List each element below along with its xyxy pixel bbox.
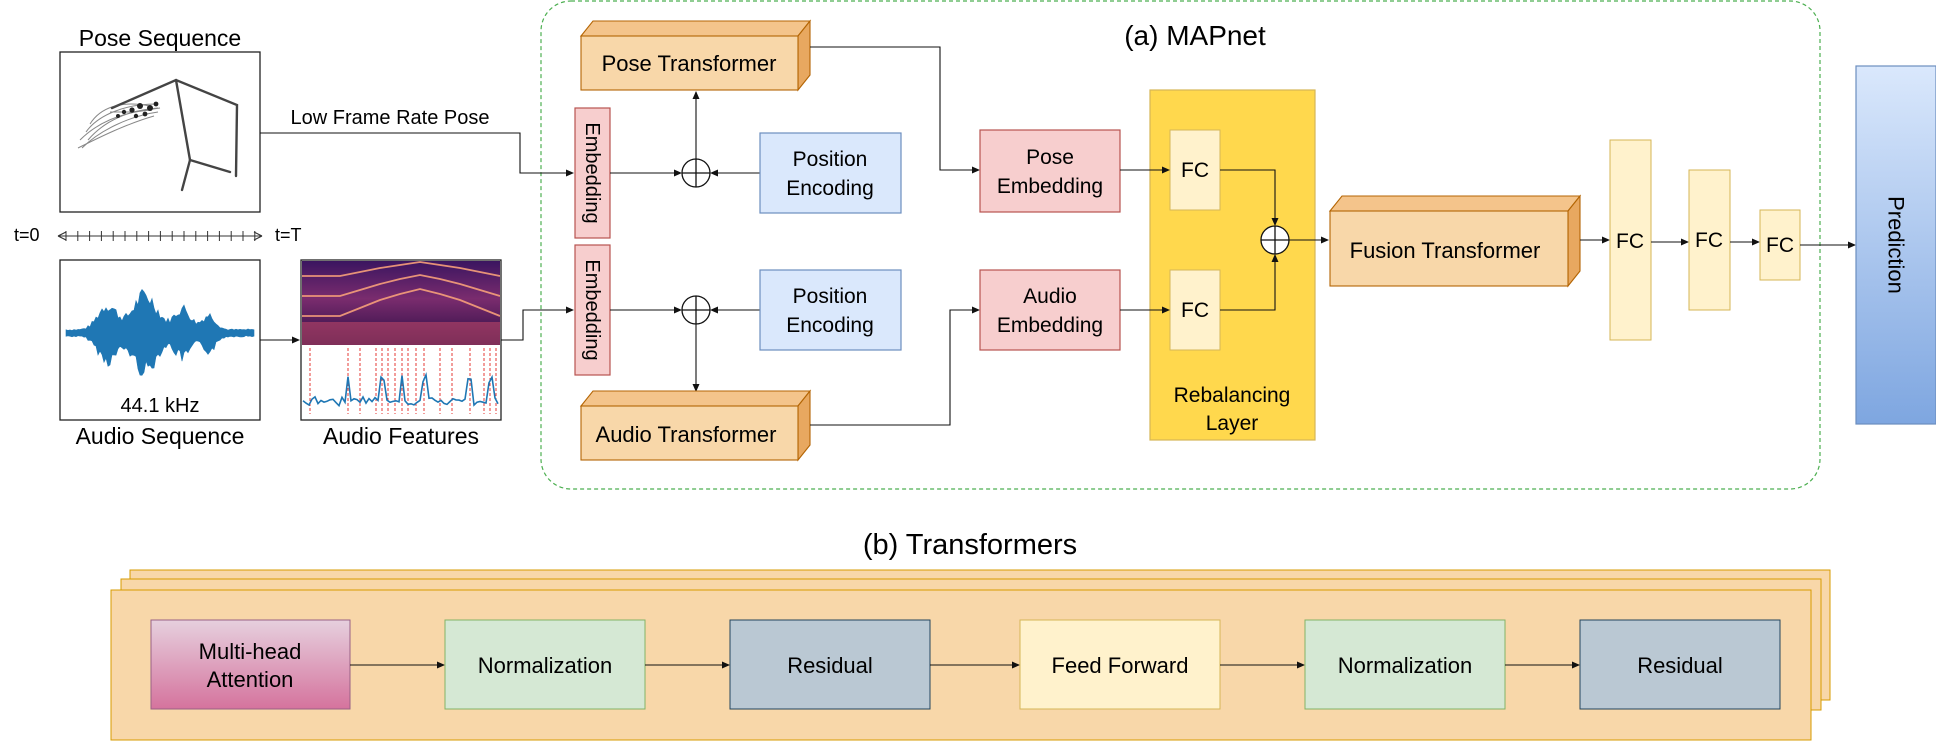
features-to-embedding-arrow — [501, 306, 574, 341]
audio-transformer-to-audio-embedding-arrow — [810, 306, 980, 426]
prediction-box — [1855, 65, 1936, 425]
pose-position-encoding — [759, 132, 902, 214]
pose-fc-label: FC — [1181, 159, 1209, 182]
audio-embedding-box — [979, 269, 1121, 351]
head-fc1-box — [1609, 139, 1652, 341]
low-frame-rate-pose-label: Low Frame Rate Pose — [291, 107, 490, 129]
audio-position-encoding — [759, 269, 902, 351]
pose-embedding-layer — [574, 107, 611, 239]
fusion-transformer-block — [1328, 194, 1582, 288]
pose-position-encoding-line1: Position — [793, 148, 868, 171]
head-fc2-label: FC — [1695, 229, 1723, 252]
normalization-label-2: Normalization — [1338, 653, 1473, 678]
attention-line1: Multi-head — [199, 639, 302, 664]
residual-box-1 — [729, 619, 931, 710]
onset-markers-icon — [309, 348, 497, 414]
head-fc1-label: FC — [1616, 230, 1644, 253]
audio-transformer-label: Audio Transformer — [596, 422, 777, 447]
head-fc2-box — [1688, 169, 1731, 311]
audio-transformer-block — [579, 389, 812, 462]
audio-fc-box — [1169, 269, 1221, 351]
residual-label-2: Residual — [1637, 653, 1723, 678]
transformers-title: (b) Transformers — [863, 529, 1077, 561]
pose-position-encoding-line2: Encoding — [786, 177, 874, 200]
pose-embedding-layer-label: Embedding — [581, 122, 603, 223]
mapnet-title: (a) MAPnet — [1124, 20, 1266, 51]
multi-head-attention-box — [150, 619, 351, 710]
audio-features-label: Audio Features — [323, 423, 479, 449]
pose-embedding-box — [979, 129, 1121, 213]
audio-add-icon — [681, 295, 711, 325]
pose-embedding-line2: Embedding — [997, 175, 1103, 198]
audio-embedding-line1: Audio — [1023, 285, 1077, 308]
audio-position-encoding-line2: Encoding — [786, 314, 874, 337]
prediction-label: Prediction — [1884, 196, 1909, 294]
feed-forward-box — [1019, 619, 1221, 710]
normalization-box-1 — [444, 619, 646, 710]
pose-sequence-image — [59, 51, 261, 213]
fusion-add-icon — [1260, 225, 1290, 255]
pose-to-embedding-arrow — [260, 132, 574, 177]
pose-transformer-to-pose-embedding-arrow — [810, 46, 980, 174]
residual-box-2 — [1579, 619, 1781, 710]
normalization-box-2 — [1304, 619, 1506, 710]
spectrogram-harmonics-icon — [302, 261, 501, 317]
fusion-transformer-label: Fusion Transformer — [1350, 238, 1541, 263]
audio-position-encoding-line1: Position — [793, 285, 868, 308]
audio-embedding-layer — [574, 244, 611, 376]
rebalancing-line2: Layer — [1206, 412, 1259, 435]
pose-fc-to-fusion-add-arrow — [1220, 169, 1279, 226]
time-start-label: t=0 — [14, 225, 40, 245]
audio-waveform-icon — [65, 288, 255, 376]
onset-envelope-icon — [302, 371, 499, 408]
head-fc3-label: FC — [1766, 234, 1794, 257]
pose-transformer-block — [579, 19, 812, 92]
audio-embedding-layer-label: Embedding — [581, 259, 603, 360]
pose-embedding-line1: Pose — [1026, 146, 1074, 169]
pose-hand-markers-icon — [116, 101, 159, 119]
head-fc3-box — [1759, 209, 1801, 281]
pose-fc-box — [1169, 129, 1221, 211]
attention-line2: Attention — [207, 667, 294, 692]
normalization-label-1: Normalization — [478, 653, 613, 678]
time-end-label: t=T — [275, 225, 302, 245]
rebalancing-line1: Rebalancing — [1174, 384, 1291, 407]
feed-forward-label: Feed Forward — [1052, 653, 1189, 678]
pose-add-icon — [681, 158, 711, 188]
pose-sequence-label: Pose Sequence — [79, 25, 241, 51]
audio-fc-to-fusion-add-arrow — [1220, 254, 1279, 311]
timeline-ticks — [65, 231, 256, 241]
pose-transformer-label: Pose Transformer — [602, 51, 777, 76]
pose-skeleton-icon — [110, 78, 239, 192]
spectrogram-noise-icon — [302, 322, 500, 345]
sample-rate-label: 44.1 kHz — [121, 395, 200, 417]
audio-fc-label: FC — [1181, 299, 1209, 322]
audio-sequence-label: Audio Sequence — [76, 423, 245, 449]
residual-label-1: Residual — [787, 653, 873, 678]
audio-embedding-line2: Embedding — [997, 314, 1103, 337]
